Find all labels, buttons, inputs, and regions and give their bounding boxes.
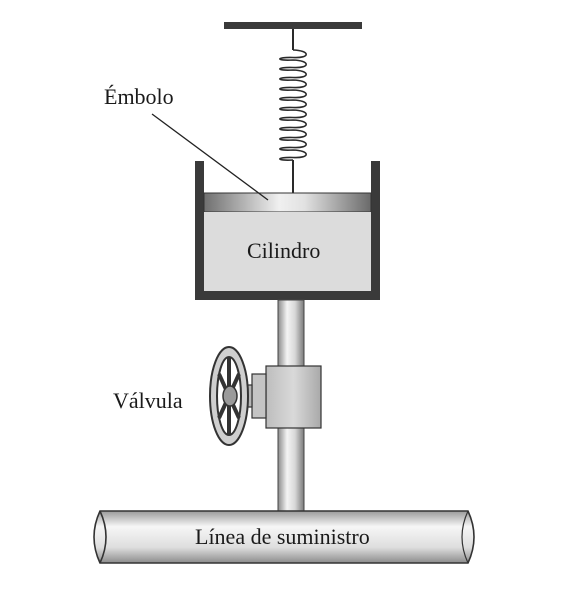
valve-body	[239, 365, 322, 429]
supply-line-pipe	[93, 510, 475, 564]
cylinder-walls	[195, 161, 380, 300]
piston	[203, 192, 372, 213]
cylinder-chamber	[204, 212, 371, 291]
supply-line-label: Línea de suministro	[195, 524, 370, 549]
plunger-label: Émbolo	[104, 84, 174, 109]
valve-handwheel	[209, 346, 249, 446]
support-bar	[224, 22, 362, 29]
plunger-leader-line	[151, 113, 269, 201]
valve-label: Válvula	[113, 388, 183, 413]
spring	[279, 29, 307, 193]
cylinder-label: Cilindro	[247, 238, 320, 263]
